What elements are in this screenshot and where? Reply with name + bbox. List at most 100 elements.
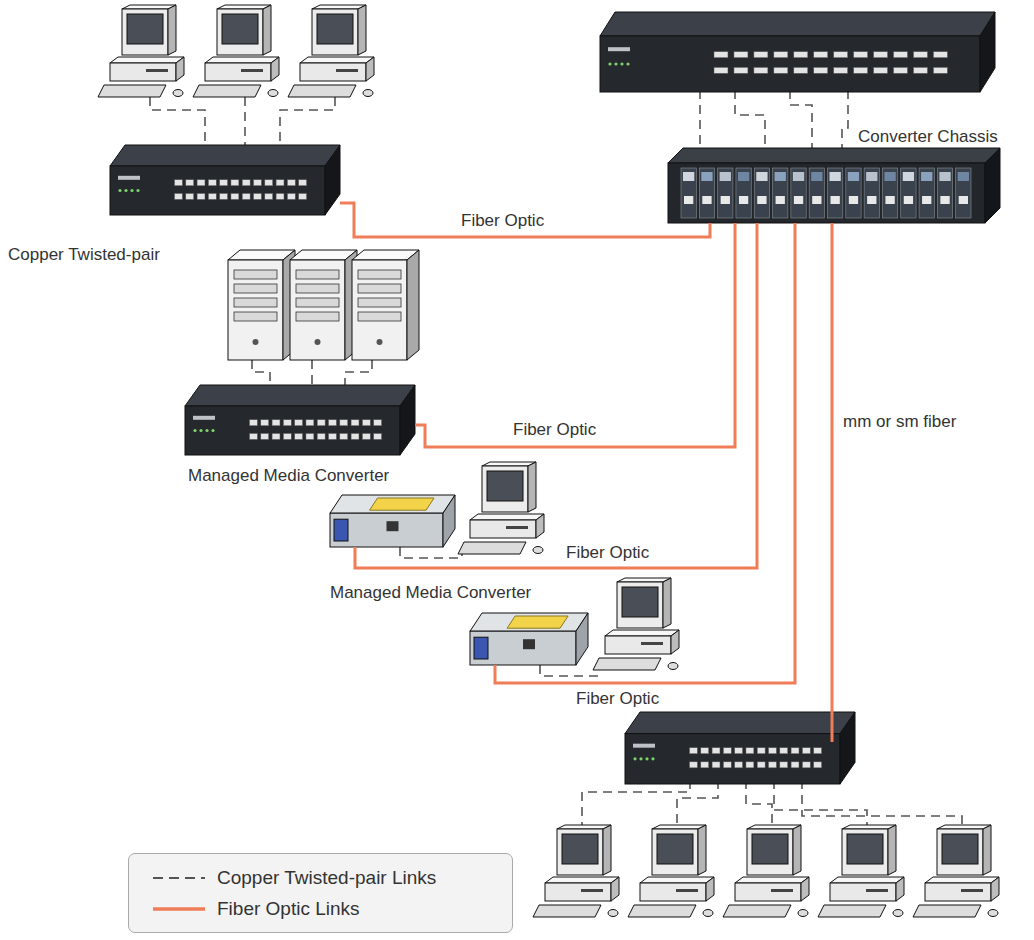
desktop-computer — [747, 825, 801, 829]
converter-chassis — [681, 168, 696, 218]
desktop-computer — [818, 905, 886, 917]
server-tower — [234, 298, 277, 307]
desktop-computer — [312, 5, 366, 9]
network-switch — [329, 433, 337, 439]
network-switch — [362, 420, 370, 426]
desktop-computer — [893, 910, 903, 917]
network-switch — [340, 420, 348, 426]
desktop-computer — [536, 514, 544, 538]
network-switch — [769, 762, 777, 768]
media-converter-device — [370, 498, 435, 510]
network-switch — [220, 180, 228, 186]
legend-swatch — [151, 872, 207, 884]
desktop-computer — [173, 90, 183, 97]
desktop-computer — [217, 5, 271, 9]
desktop-computer — [193, 85, 261, 97]
server-tower — [296, 312, 339, 321]
network-switch — [193, 429, 196, 432]
converter-chassis — [921, 172, 932, 181]
legend-entry: Copper Twisted-pair Links — [151, 862, 512, 893]
desktop-computer — [482, 462, 536, 466]
desktop-computer — [300, 57, 374, 63]
fiber-link — [495, 223, 795, 683]
network-switch — [914, 52, 928, 58]
desktop-computer — [533, 905, 601, 917]
desktop-computer — [288, 85, 356, 97]
link-label: mm or sm fiber — [840, 412, 959, 432]
converter-chassis — [721, 196, 730, 204]
network-switch — [283, 420, 291, 426]
network-switch — [197, 180, 205, 186]
network-switch — [625, 712, 855, 734]
network-switch — [295, 420, 303, 426]
converter-chassis — [846, 168, 861, 218]
desktop-computer — [611, 877, 619, 901]
network-switch — [894, 67, 908, 73]
network-switch — [231, 180, 239, 186]
desktop-computer — [528, 462, 536, 512]
network-switch — [287, 193, 295, 199]
network-switch — [185, 406, 400, 455]
network-switch — [362, 433, 370, 439]
network-switch — [261, 433, 269, 439]
desktop-computer — [752, 834, 788, 864]
desktop-computer — [366, 57, 374, 81]
network-switch — [254, 180, 262, 186]
network-switch — [714, 52, 728, 58]
desktop-computer — [937, 829, 983, 875]
device-node: Converter Chassis — [668, 148, 1000, 223]
desktop-computer — [991, 877, 999, 901]
converter-chassis — [959, 196, 968, 204]
network-switch — [276, 193, 284, 199]
converter-chassis — [791, 168, 806, 218]
server-tower — [296, 270, 339, 279]
device-label: Converter Chassis — [858, 127, 998, 147]
network-switch — [791, 762, 799, 768]
network-switch — [186, 193, 194, 199]
network-switch — [894, 52, 908, 58]
desktop-computer — [671, 630, 679, 654]
desktop-computer — [268, 90, 278, 97]
network-switch — [814, 67, 828, 73]
converter-chassis — [809, 168, 824, 218]
converter-chassis — [702, 196, 711, 204]
network-switch — [734, 52, 748, 58]
network-switch — [735, 762, 743, 768]
copper-link — [699, 90, 701, 156]
network-switch — [325, 145, 340, 215]
network-switch — [400, 385, 415, 455]
desktop-computer — [866, 889, 888, 892]
converter-chassis — [775, 172, 786, 181]
desktop-computer — [217, 9, 263, 55]
network-switch — [220, 193, 228, 199]
server-tower — [290, 250, 357, 360]
server-tower — [315, 339, 321, 345]
network-switch — [175, 180, 183, 186]
network-switch — [306, 420, 314, 426]
desktop-computer — [842, 829, 888, 875]
desktop-computer — [913, 825, 999, 917]
network-switch — [250, 420, 258, 426]
network-switch — [306, 433, 314, 439]
network-switch — [295, 433, 303, 439]
server-tower — [352, 250, 419, 360]
desktop-computer — [557, 825, 611, 829]
desktop-computer — [640, 883, 706, 901]
desktop-computer — [146, 69, 168, 72]
network-switch — [199, 429, 202, 432]
desktop-computer — [110, 57, 184, 63]
network-switch — [723, 748, 731, 754]
network-switch — [124, 189, 127, 192]
desktop-computer — [983, 825, 991, 875]
network-switch — [840, 712, 855, 784]
device-label: Managed Media Converter — [188, 466, 389, 486]
desktop-computer — [458, 462, 544, 554]
desktop-computer — [676, 889, 698, 892]
network-switch — [261, 420, 269, 426]
legend-label: Fiber Optic Links — [217, 898, 360, 920]
legend-entry: Fiber Optic Links — [151, 893, 512, 924]
device-node: Copper Twisted-pair — [110, 145, 340, 215]
converter-chassis — [739, 196, 748, 204]
desktop-computer — [723, 825, 809, 917]
desktop-computer — [925, 877, 999, 883]
